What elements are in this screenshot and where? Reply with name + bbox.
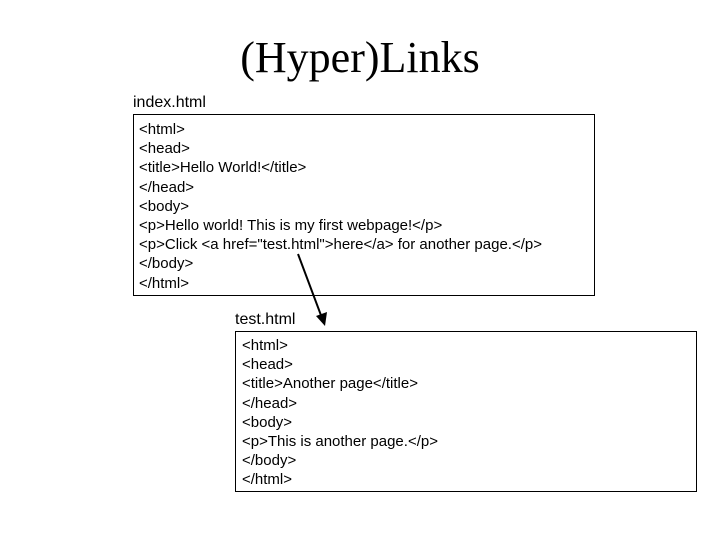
slide-title: (Hyper)Links: [240, 33, 480, 82]
code-line: <html>: [242, 337, 288, 354]
code-line: <body>: [242, 413, 293, 431]
index-file-label: index.html: [133, 94, 206, 111]
code-line: <p>Hello world! This is my first webpage…: [139, 217, 443, 235]
code-line: </html>: [242, 471, 293, 489]
code-line: <body>: [139, 197, 190, 215]
code-line: </head>: [139, 178, 195, 196]
code-line: </body>: [139, 255, 194, 273]
code-line: <title>Another page</title>: [242, 375, 418, 393]
code-line: </html>: [139, 274, 190, 292]
index-code-box: <html> <head> <title>Hello World!</title…: [133, 114, 595, 296]
test-code-box: <html> <head> <title>Another page</title…: [235, 331, 697, 492]
code-line: <head>: [139, 140, 190, 158]
code-line: <html>: [139, 121, 185, 138]
link-arrow-head: [316, 312, 327, 326]
code-line: <head>: [242, 356, 293, 374]
code-line: </head>: [242, 394, 298, 412]
code-line-link: <p>Click <a href="test.html">here</a> fo…: [139, 236, 542, 254]
code-line: <p>This is another page.</p>: [242, 433, 438, 451]
code-line: </body>: [242, 452, 297, 470]
test-file-label: test.html: [235, 311, 296, 328]
code-line: <title>Hello World!</title>: [139, 159, 307, 177]
